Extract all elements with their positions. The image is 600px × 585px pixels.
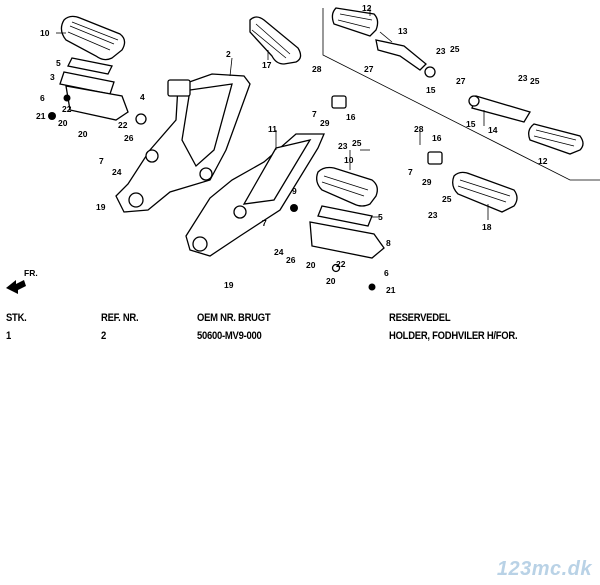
- table-header-row: STK. REF. NR. OEM NR. BRUGT RESERVEDEL: [0, 312, 600, 330]
- callout-7c: 7: [312, 109, 317, 119]
- reference-frame: [322, 8, 600, 181]
- bolt-left-a: [48, 112, 56, 120]
- holder-16-a: [331, 95, 347, 109]
- callout-2: 2: [226, 49, 231, 59]
- callout-20b: 20: [78, 129, 88, 139]
- bolt-9: [290, 204, 298, 212]
- hanger-4: [167, 79, 191, 97]
- holder-16-b: [427, 151, 443, 165]
- parts-exploded-diagram: FR. 1 2 3 4 5 5 6 6 7 7 7 7 8 9 10 10 11…: [6, 3, 600, 295]
- footpeg-rubber-right: [316, 166, 378, 207]
- callout-3a: 3: [50, 72, 55, 82]
- callout-7b: 7: [262, 218, 267, 228]
- step-holder-left: [65, 85, 129, 121]
- callout-23a: 23: [436, 46, 446, 56]
- leader-lines: [56, 8, 489, 220]
- callout-25d: 25: [442, 194, 452, 204]
- callout-22b: 22: [118, 120, 128, 130]
- footpeg-rear-12-lower: [528, 123, 584, 155]
- step-holder-right: [309, 221, 385, 259]
- table-row[interactable]: 1 2 50600-MV9-000 HOLDER, FODHVILER H/FO…: [0, 330, 600, 348]
- callout-26b: 26: [286, 255, 296, 265]
- header-ref: REF. NR.: [101, 312, 139, 324]
- callout-27b: 27: [456, 76, 466, 86]
- callout-23c: 23: [338, 141, 348, 151]
- nut-4: [135, 113, 147, 125]
- callout-25c: 25: [352, 138, 362, 148]
- rod-14: [471, 95, 531, 123]
- callout-29a: 29: [320, 118, 330, 128]
- callout-4: 4: [140, 92, 145, 102]
- callout-13: 13: [398, 26, 408, 36]
- callout-20c: 20: [306, 260, 316, 270]
- callout-21a: 21: [36, 111, 46, 121]
- cell-oem: 50600-MV9-000: [197, 330, 262, 342]
- callout-16b: 16: [432, 133, 442, 143]
- direction-label: FR.: [24, 268, 38, 278]
- callout-29b: 29: [422, 177, 432, 187]
- collar-15-a: [424, 66, 436, 78]
- callout-12a: 12: [362, 3, 372, 13]
- callout-7d: 7: [408, 167, 413, 177]
- callout-19a: 19: [96, 202, 106, 212]
- bolt-21: [368, 283, 376, 291]
- rubber-pad-5: [67, 57, 113, 75]
- callout-12b: 12: [538, 156, 548, 166]
- callout-11: 11: [268, 124, 277, 134]
- front-direction-arrow: [6, 280, 26, 294]
- watermark-logo: 123mc.dk: [496, 558, 592, 580]
- parts-table: STK. REF. NR. OEM NR. BRUGT RESERVEDEL 1…: [0, 312, 600, 348]
- header-part: RESERVEDEL: [389, 312, 451, 324]
- washer-left-a: [63, 94, 71, 102]
- rubber-pad-right: [317, 205, 373, 227]
- footpeg-rear-12-top: [331, 7, 379, 37]
- callout-6a: 6: [40, 93, 45, 103]
- callout-24a: 24: [112, 167, 122, 177]
- callout-27a: 27: [364, 64, 374, 74]
- callout-10b: 10: [344, 155, 354, 165]
- footpeg-rubber-left-upper: [60, 15, 126, 61]
- callout-22a: 22: [62, 104, 72, 114]
- header-qty: STK.: [6, 312, 27, 324]
- callout-9: 9: [292, 186, 297, 196]
- callout-14: 14: [488, 125, 498, 135]
- callout-21b: 21: [386, 285, 396, 295]
- washer-right-a: [331, 263, 341, 273]
- footpeg-18: [452, 171, 518, 213]
- collar-15-b: [468, 95, 480, 107]
- callout-28a: 28: [312, 64, 322, 74]
- callout-numbers: 1 2 3 4 5 5 6 6 7 7 7 7 8 9 10 10 11 12 …: [36, 3, 548, 295]
- header-oem: OEM NR. BRUGT: [197, 312, 271, 324]
- footpeg-17: [249, 16, 302, 65]
- callout-26a: 26: [124, 133, 134, 143]
- callout-8: 8: [386, 238, 391, 248]
- cell-ref: 2: [101, 330, 107, 342]
- callout-6b: 6: [384, 268, 389, 278]
- main-bracket-right: [185, 133, 325, 257]
- callout-15b: 15: [466, 119, 476, 129]
- callout-23d: 23: [428, 210, 438, 220]
- callout-28b: 28: [414, 124, 424, 134]
- callout-5a: 5: [56, 58, 61, 68]
- callout-7a: 7: [99, 156, 104, 166]
- cell-part: HOLDER, FODHVILER H/FOR.: [389, 330, 518, 342]
- callout-16a: 16: [346, 112, 356, 122]
- callout-5b: 5: [378, 212, 383, 222]
- callout-24b: 24: [274, 247, 284, 257]
- callout-25b: 25: [530, 76, 540, 86]
- callout-20a: 20: [58, 118, 68, 128]
- cell-qty: 1: [6, 330, 12, 342]
- callout-23b: 23: [518, 73, 528, 83]
- main-bracket-left: [115, 73, 251, 213]
- callout-20d: 20: [326, 276, 336, 286]
- callout-22c: 22: [336, 259, 346, 269]
- callout-15a: 15: [426, 85, 436, 95]
- callout-25a: 25: [450, 44, 460, 54]
- callout-10a: 10: [40, 28, 50, 38]
- callout-19b: 19: [224, 280, 234, 290]
- callout-18: 18: [482, 222, 492, 232]
- arm-13: [375, 39, 427, 71]
- callout-17: 17: [262, 60, 272, 70]
